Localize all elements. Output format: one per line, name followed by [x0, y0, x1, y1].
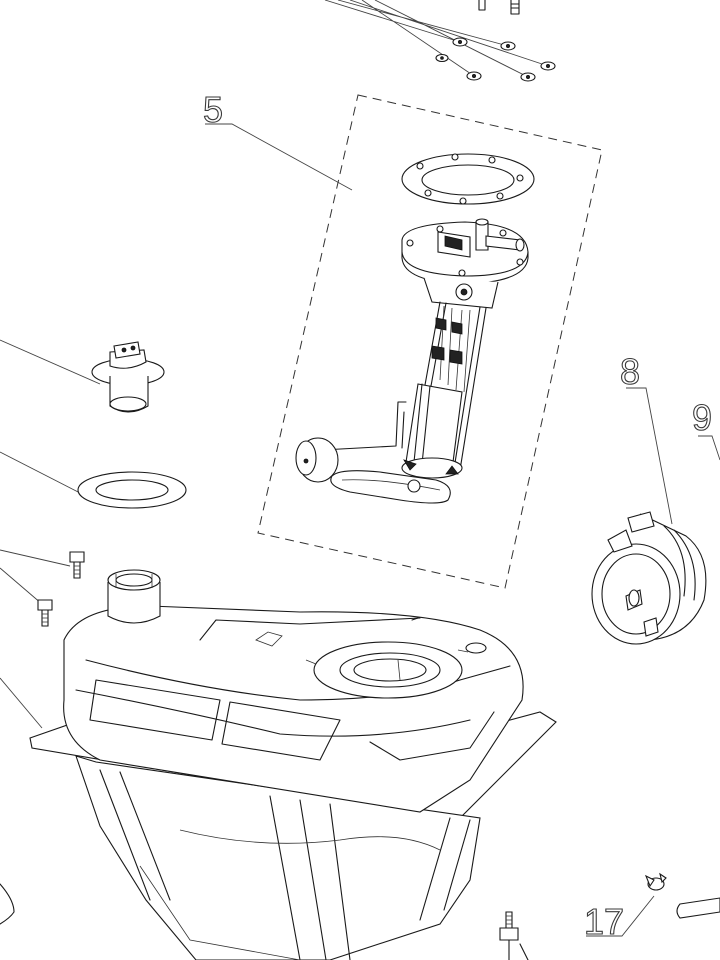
- callout-8-label: 8: [620, 351, 640, 392]
- left-edge-part: [0, 883, 15, 925]
- fuel-pump-assembly-boundary: [257, 94, 603, 589]
- fuel-tank: [0, 569, 557, 960]
- filler-cap-adapter: [0, 339, 165, 413]
- fuel-hose-segment: [676, 897, 720, 919]
- callout-17-label: 17: [584, 901, 624, 942]
- hose-clamp: [644, 872, 667, 891]
- filler-gasket: [0, 451, 187, 509]
- mounting-bolts-left: [0, 549, 85, 627]
- callout-9: 9: [691, 396, 720, 461]
- callout-5-label: 5: [203, 89, 223, 130]
- top-fastener-group: [324, 0, 556, 82]
- drain-bolt: [499, 911, 529, 960]
- fuel-filter-canister: [591, 511, 707, 645]
- pump-gasket: [401, 153, 535, 205]
- callout-8: 8: [619, 350, 673, 525]
- callout-5: 5: [202, 88, 353, 191]
- fuel-pump-module: [295, 218, 529, 504]
- callout-9-label: 9: [692, 397, 712, 438]
- callout-17: 17: [583, 895, 655, 943]
